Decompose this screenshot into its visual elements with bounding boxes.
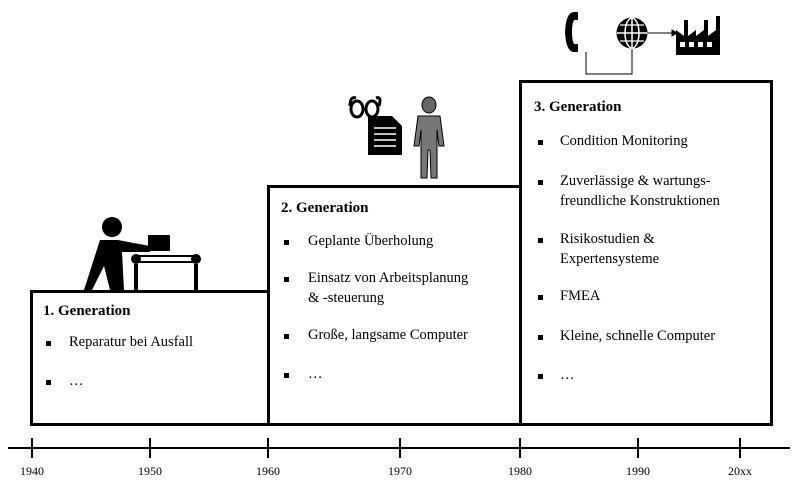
person-standing-icon (413, 96, 445, 179)
bullet (46, 341, 51, 346)
generation-3-item: Expertensysteme (560, 251, 660, 267)
telephone-icon (565, 12, 578, 52)
generation-3-item: freundliche Konstruktionen (560, 193, 720, 209)
timeline-label-1970: 1970 (388, 464, 412, 478)
generation-3-item: … (560, 367, 575, 383)
generation-1-title: 1. Generation (43, 303, 131, 319)
bullet (538, 180, 543, 185)
generation-2-item: & -steuerung (308, 290, 385, 306)
bullet (538, 295, 543, 300)
generation-2-item: Große, langsame Computer (308, 327, 468, 343)
generation-2-item: Geplante Überholung (308, 233, 434, 249)
factory-icon (676, 16, 720, 55)
bullet (284, 373, 289, 378)
bullet (538, 238, 543, 243)
generation-2-item: … (308, 366, 323, 382)
generation-1-box: 1. Generation Reparatur bei Ausfall … (30, 290, 270, 426)
timeline-label-1960: 1960 (256, 464, 280, 478)
timeline-label-1990: 1990 (626, 464, 650, 478)
timeline-ticks (31, 438, 741, 458)
timeline-label-20xx: 20xx (728, 464, 752, 478)
generation-1-item: … (69, 373, 84, 389)
generation-2-item: Einsatz von Arbeitsplanung (308, 270, 469, 286)
icon-connectors (585, 29, 678, 75)
bullet (284, 334, 289, 339)
document-icon (368, 116, 402, 155)
timeline-label-1940: 1940 (20, 464, 44, 478)
glasses-icon (348, 96, 382, 119)
worker-at-machine-icon (84, 217, 201, 291)
generation-3-item: Zuverlässige & wartungs- (560, 173, 711, 189)
timeline-label-1950: 1950 (138, 464, 162, 478)
bullet (284, 240, 289, 245)
globe-icon (616, 17, 648, 49)
generation-3-item: Condition Monitoring (560, 133, 688, 149)
generation-3-item: Risikostudien & (560, 231, 655, 247)
generation-1-item: Reparatur bei Ausfall (69, 334, 194, 350)
bullet (538, 335, 543, 340)
generation-3-title: 3. Generation (534, 99, 622, 115)
bullet (284, 277, 289, 282)
generation-3-item: FMEA (560, 288, 601, 304)
generation-3-box: 3. Generation Condition Monitoring Zuver… (519, 80, 773, 426)
bullet (538, 140, 543, 145)
bullet (538, 374, 543, 379)
generation-2-box: 2. Generation Geplante Überholung Einsat… (267, 185, 522, 426)
generation-3-item: Kleine, schnelle Computer (560, 328, 716, 344)
generation-2-title: 2. Generation (281, 200, 369, 216)
timeline-label-1980: 1980 (508, 464, 532, 478)
bullet (46, 380, 51, 385)
